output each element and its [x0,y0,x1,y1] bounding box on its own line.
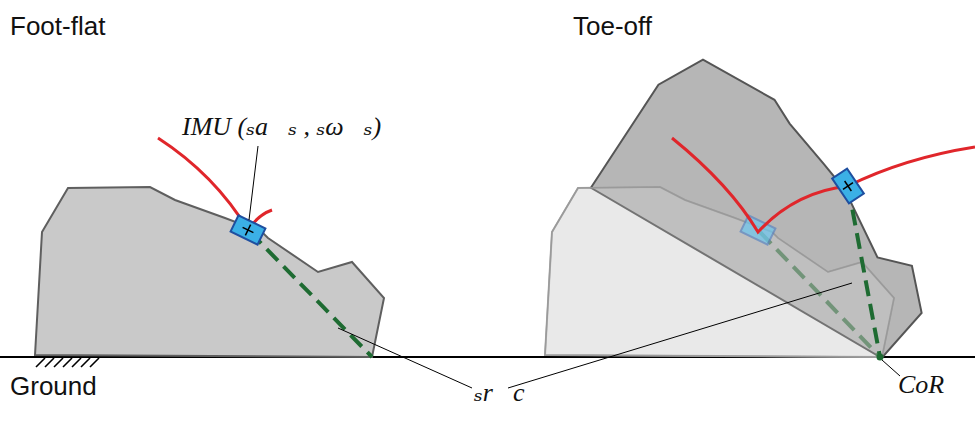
vector-label: ₛr⃗c [474,378,525,408]
leader-lines [249,146,900,388]
position-vector-line [848,186,880,357]
cor-label: CoR [898,370,944,400]
imu-sensor [231,215,266,244]
position-vector-line [250,232,372,357]
panel-title: Toe-off [573,12,652,42]
ghost-foot-outline [545,187,894,357]
sensor-trajectory [158,138,272,230]
sensor-trajectory [672,138,975,232]
ground-label: Ground [10,372,97,402]
ground-hatching [36,358,99,367]
center-of-rotation-dot [877,354,884,361]
foot-shape [35,187,384,357]
panel-title: Foot-flat [10,12,105,42]
foot-flat-figure [35,138,384,357]
sensor-label: IMU (ₛa⃗ₛ , ₛω⃗ₛ) [182,112,381,142]
imu-sensor [832,169,864,204]
